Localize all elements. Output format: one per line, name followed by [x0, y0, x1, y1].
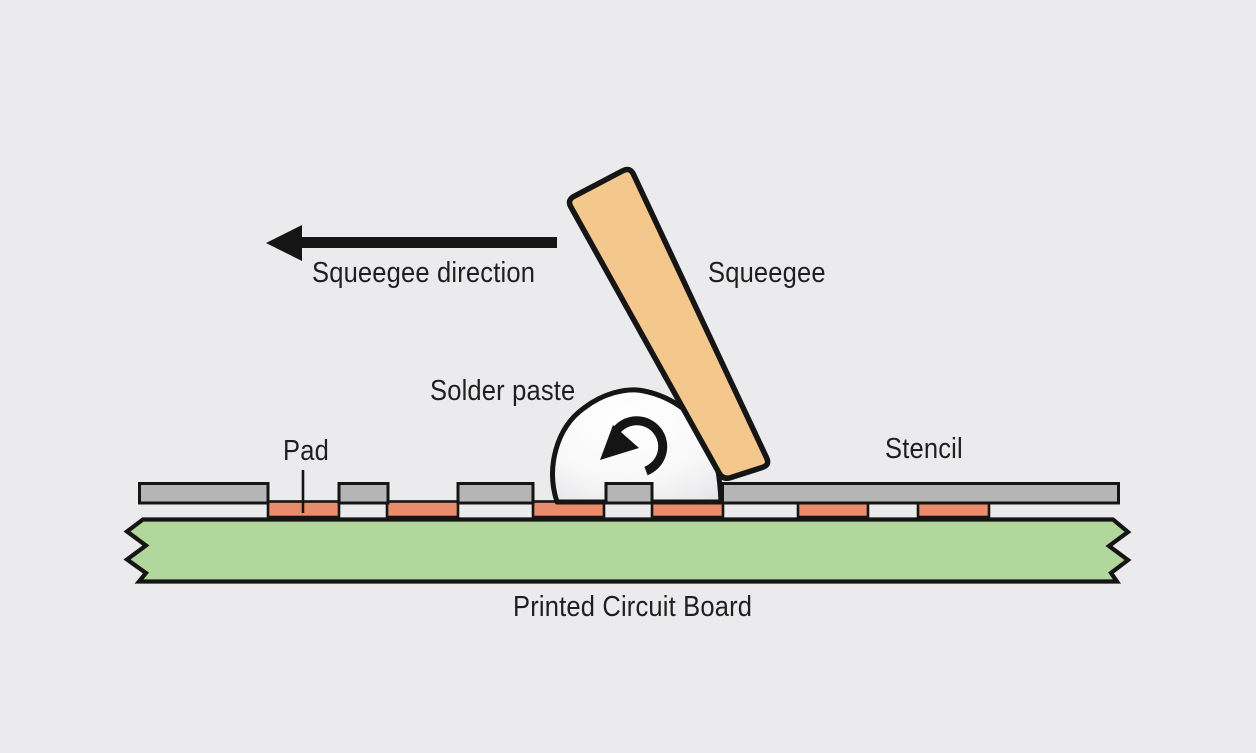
stencil-segment — [721, 482, 1120, 505]
stencil-segment — [337, 482, 390, 505]
pad-segment — [385, 500, 460, 519]
stencil-segment — [138, 482, 270, 505]
stencil-segment — [604, 482, 654, 505]
squeegee-blade — [566, 166, 771, 481]
stencil-segment — [456, 482, 535, 505]
stencil-row — [138, 482, 1120, 505]
direction-arrow-icon — [266, 225, 557, 261]
rotation-arrow-icon — [600, 416, 668, 476]
squeegee-direction-label: Squeegee direction — [312, 257, 536, 289]
solder-paste-label: Solder paste — [430, 375, 576, 407]
pad-label: Pad — [283, 435, 329, 467]
pad-row — [266, 500, 991, 519]
pcb-board — [123, 517, 1132, 584]
squeegee-label: Squeegee — [708, 257, 826, 289]
stencil-label: Stencil — [885, 433, 963, 465]
pcb-label: Printed Circuit Board — [513, 591, 753, 623]
